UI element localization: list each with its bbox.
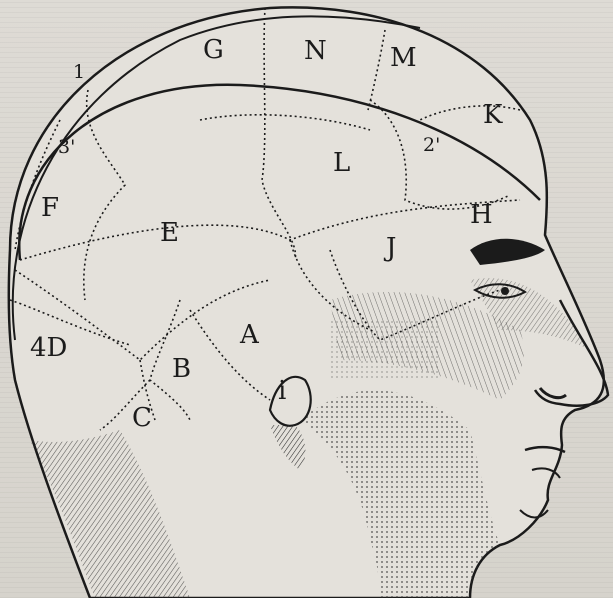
- region-label-i: i: [278, 378, 286, 404]
- region-label-L: L: [333, 150, 350, 176]
- region-label-G: G: [203, 37, 224, 63]
- region-label-A: A: [240, 322, 259, 348]
- region-label-N: N: [304, 38, 327, 64]
- region-label-F: F: [41, 195, 59, 221]
- region-label-B: B: [172, 356, 191, 382]
- pupil: [501, 287, 509, 295]
- region-label-C: C: [132, 405, 152, 431]
- region-label-J: J: [386, 235, 396, 261]
- region-label-1: 1: [73, 63, 85, 82]
- region-label-K: K: [483, 102, 502, 128]
- region-label-E: E: [160, 220, 179, 246]
- region-label-M: M: [390, 45, 417, 71]
- temple-stipple: [330, 320, 440, 380]
- region-label-2prime: 2': [423, 136, 440, 155]
- region-label-H: H: [470, 202, 493, 228]
- region-label-3prime: 3': [58, 138, 75, 157]
- region-label-4D: 4D: [30, 335, 67, 361]
